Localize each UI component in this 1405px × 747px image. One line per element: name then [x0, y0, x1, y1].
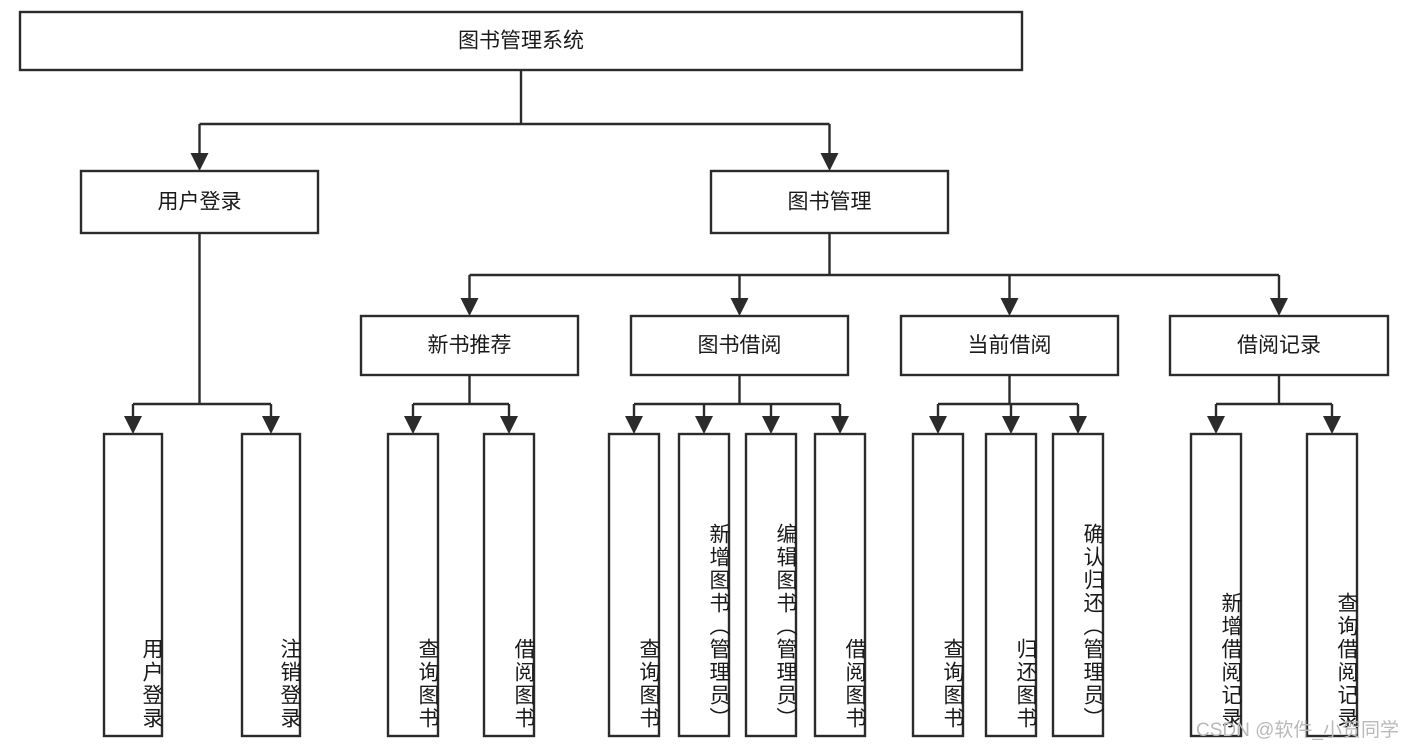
node-box-root[interactable] — [18, 10, 1024, 72]
arrow-head-icon — [831, 416, 849, 434]
node-box-leaf-edit-book-admin[interactable] — [744, 432, 798, 738]
arrow-head-icon — [460, 298, 479, 316]
node-box-leaf-add-borrow-record[interactable] — [1189, 432, 1243, 738]
arrow-head-icon — [820, 153, 839, 171]
arrow-head-icon — [1323, 416, 1341, 434]
node-box-book-borrow[interactable] — [629, 314, 850, 377]
node-label-book-borrow: 图书借阅 — [698, 334, 782, 357]
node-label-book-manage: 图书管理 — [788, 191, 872, 214]
node-box-user-login[interactable] — [79, 169, 320, 235]
arrow-head-icon — [500, 416, 518, 434]
node-box-leaf-query-book-borrow[interactable] — [607, 432, 661, 738]
arrow-head-icon — [190, 153, 209, 171]
node-box-current-borrow[interactable] — [899, 314, 1120, 377]
arrow-head-icon — [730, 298, 749, 316]
arrow-head-icon — [1207, 416, 1225, 434]
node-box-new-book-rec[interactable] — [359, 314, 580, 377]
node-box-leaf-confirm-return-admin[interactable] — [1051, 432, 1105, 738]
node-box-leaf-return-book[interactable] — [984, 432, 1038, 738]
node-box-book-manage[interactable] — [709, 169, 950, 235]
arrow-head-icon — [1002, 416, 1020, 434]
boxes-layer — [18, 10, 1390, 738]
node-box-leaf-add-book-admin[interactable] — [677, 432, 731, 738]
node-label-root: 图书管理系统 — [458, 30, 584, 53]
node-box-leaf-borrow-book[interactable] — [813, 432, 867, 738]
arrow-head-icon — [1000, 298, 1019, 316]
arrow-head-icon — [1069, 416, 1087, 434]
node-label-current-borrow: 当前借阅 — [968, 334, 1052, 357]
arrow-head-icon — [929, 416, 947, 434]
connectors-layer — [124, 70, 1341, 434]
arrow-head-icon — [695, 416, 713, 434]
arrow-head-icon — [124, 416, 142, 434]
node-box-leaf-borrow-book-rec[interactable] — [482, 432, 536, 738]
watermark-text: CSDN @软件_小贺同学 — [1196, 720, 1399, 741]
arrow-head-icon — [1270, 298, 1288, 316]
arrow-head-icon — [404, 416, 422, 434]
arrow-head-icon — [262, 416, 280, 434]
node-box-leaf-query-borrow-record[interactable] — [1305, 432, 1359, 738]
arrow-head-icon — [762, 416, 780, 434]
node-label-user-login: 用户登录 — [158, 191, 242, 214]
node-box-borrow-record[interactable] — [1168, 314, 1390, 377]
arrow-head-icon — [625, 416, 643, 434]
node-box-leaf-user-logout[interactable] — [240, 432, 302, 738]
node-label-borrow-record: 借阅记录 — [1237, 334, 1321, 357]
node-label-new-book-rec: 新书推荐 — [428, 334, 512, 357]
node-box-leaf-query-book-rec[interactable] — [386, 432, 440, 738]
node-box-leaf-query-book-cur[interactable] — [911, 432, 965, 738]
node-box-leaf-user-login[interactable] — [102, 432, 164, 738]
